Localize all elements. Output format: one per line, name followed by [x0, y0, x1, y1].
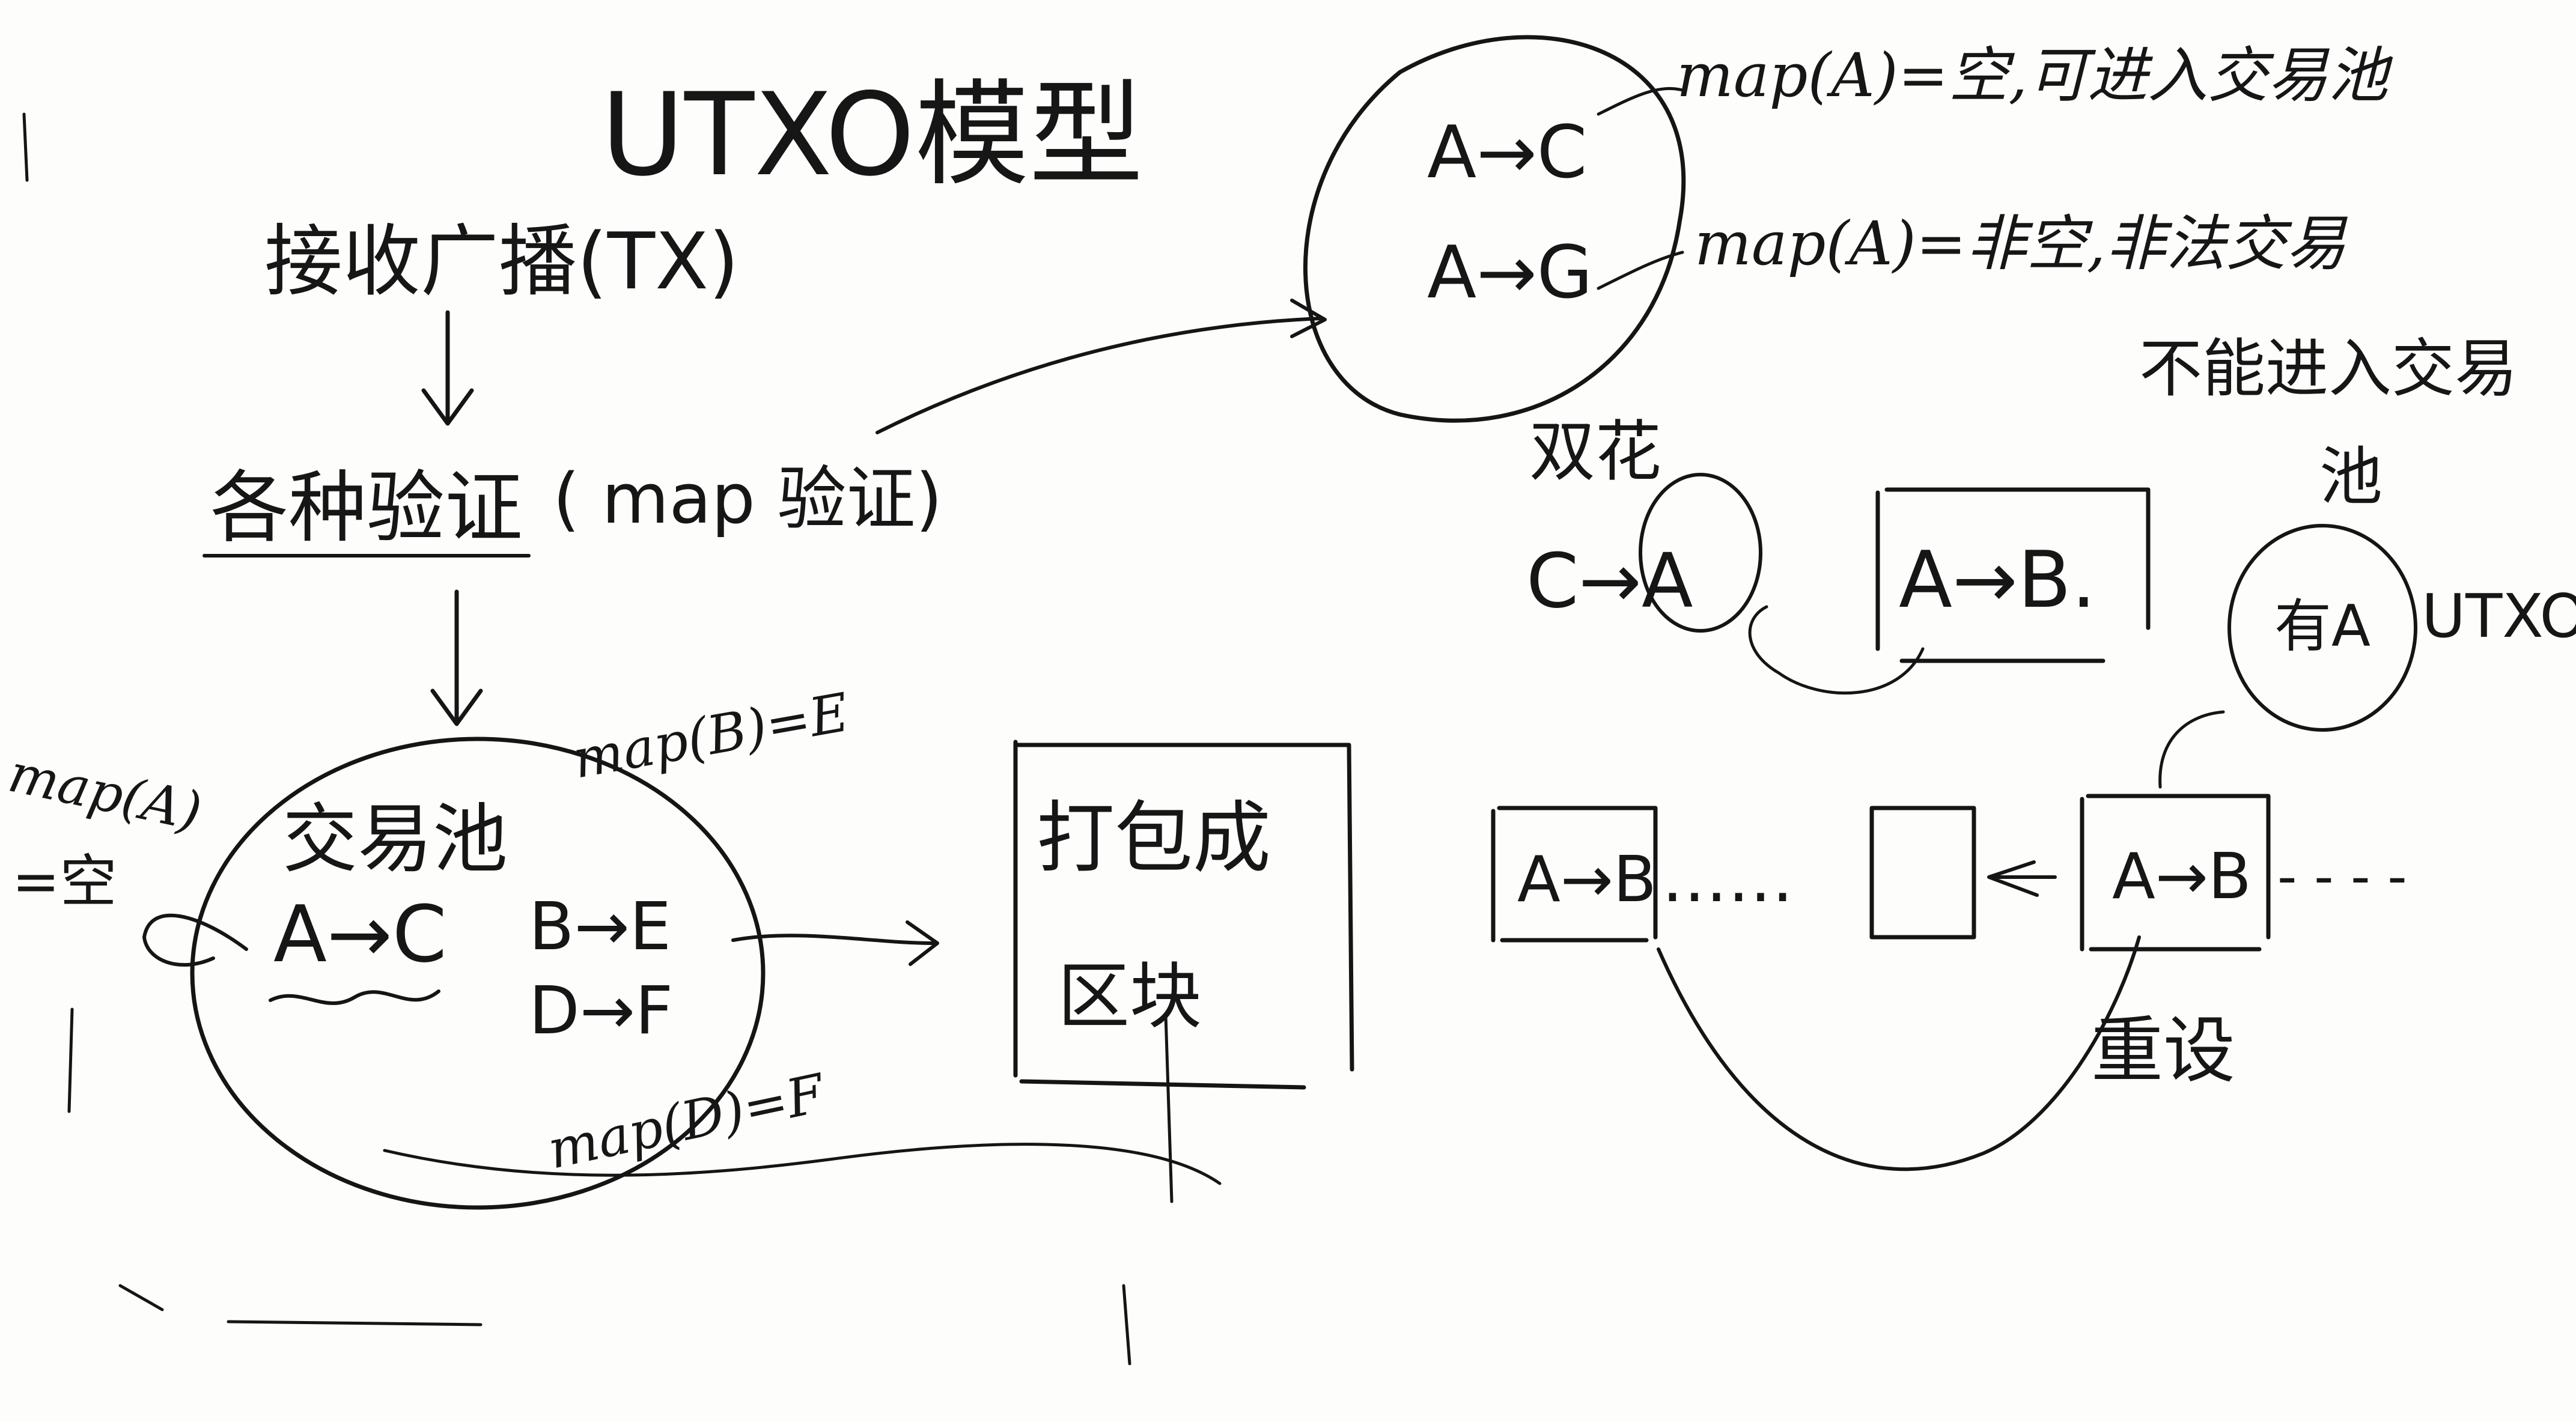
pointer-rule-2 — [1597, 251, 1684, 290]
map-d-equals-f: map(D)=F — [543, 1062, 831, 1180]
title: UTXO模型 — [601, 68, 1143, 201]
transaction-pool-label: 交易池 — [282, 796, 508, 883]
arrowhead-conflict — [1290, 299, 1327, 338]
step-verification: 各种验证 — [210, 462, 523, 553]
double-spend-source: C→A — [1526, 538, 1693, 625]
chain-block-1-tx: A→B — [1517, 843, 1657, 916]
reset-loop-curve — [1657, 935, 2141, 1171]
chain-block-1 — [1491, 806, 1658, 943]
rule-cannot-enter-line1: 不能进入交易 — [2139, 332, 2518, 406]
pack-into-label: 打包成 — [1037, 792, 1271, 884]
arrow-pool-to-block — [731, 920, 939, 966]
map-a-left-line1: map(A) — [4, 742, 207, 843]
chain-link-arrow — [1987, 860, 2057, 897]
chain-tail: - - - - — [2277, 845, 2407, 908]
arrow-map-verify-to-conflict — [875, 317, 1324, 434]
conflict-tx-a-to-g: A→G — [1427, 231, 1593, 315]
reset-label: 重设 — [2091, 1009, 2235, 1093]
sketch-lines-lower — [383, 1013, 1222, 1203]
pool-tx-b-to-e: B→E — [529, 888, 671, 965]
chain-block-3 — [2080, 794, 2271, 952]
pool-tx-a-to-c: A→C — [273, 889, 447, 980]
conflict-circle — [1303, 35, 1686, 423]
arrow-double-spend-loop — [1748, 605, 1925, 695]
double-spend-label: 双花 — [1529, 413, 1661, 490]
utxo-label: UTXO — [2422, 581, 2576, 651]
pool-tx-wavy-underline — [269, 989, 440, 1005]
double-spend-tx: A→B. — [1899, 534, 2096, 625]
arrow-verify-to-pool — [430, 589, 483, 726]
pool-tx-d-to-f: D→F — [529, 972, 673, 1049]
chain-block-3-tx: A→B — [2112, 840, 2252, 913]
has-a-circle — [2227, 524, 2417, 732]
block-box — [1013, 740, 1354, 1090]
stray-marks — [22, 112, 1131, 1366]
double-spend-tx-box — [1875, 487, 2151, 663]
chain-dots: …… — [1661, 840, 1794, 917]
conflict-tx-a-to-c: A→C — [1427, 111, 1587, 195]
arrow-block-to-has-a — [2158, 710, 2225, 789]
rule-cannot-enter-line2: 池 — [2319, 440, 2383, 514]
map-verification-note: ( map 验证) — [553, 459, 942, 539]
map-b-equals-e: map(B)=E — [568, 681, 853, 791]
rule-empty-can-enter-pool: map(A)=空,可进入交易池 — [1676, 40, 2393, 111]
has-a-text: 有A — [2274, 594, 2370, 660]
pointer-rule-1 — [1597, 87, 1684, 116]
double-spend-a-circle — [1639, 473, 1762, 633]
block-label: 区块 — [1058, 955, 1202, 1039]
transaction-pool-circle — [190, 737, 766, 1210]
rule-non-empty-illegal: map(A)=非空,非法交易 — [1694, 208, 2348, 279]
step-receive-broadcast: 接收广播(TX) — [264, 216, 739, 307]
map-a-left-line2: =空 — [12, 849, 117, 915]
arrow-receive-to-verify — [421, 310, 474, 426]
arrow-map-a-to-tx — [142, 913, 248, 967]
chain-block-2 — [1869, 806, 1976, 940]
